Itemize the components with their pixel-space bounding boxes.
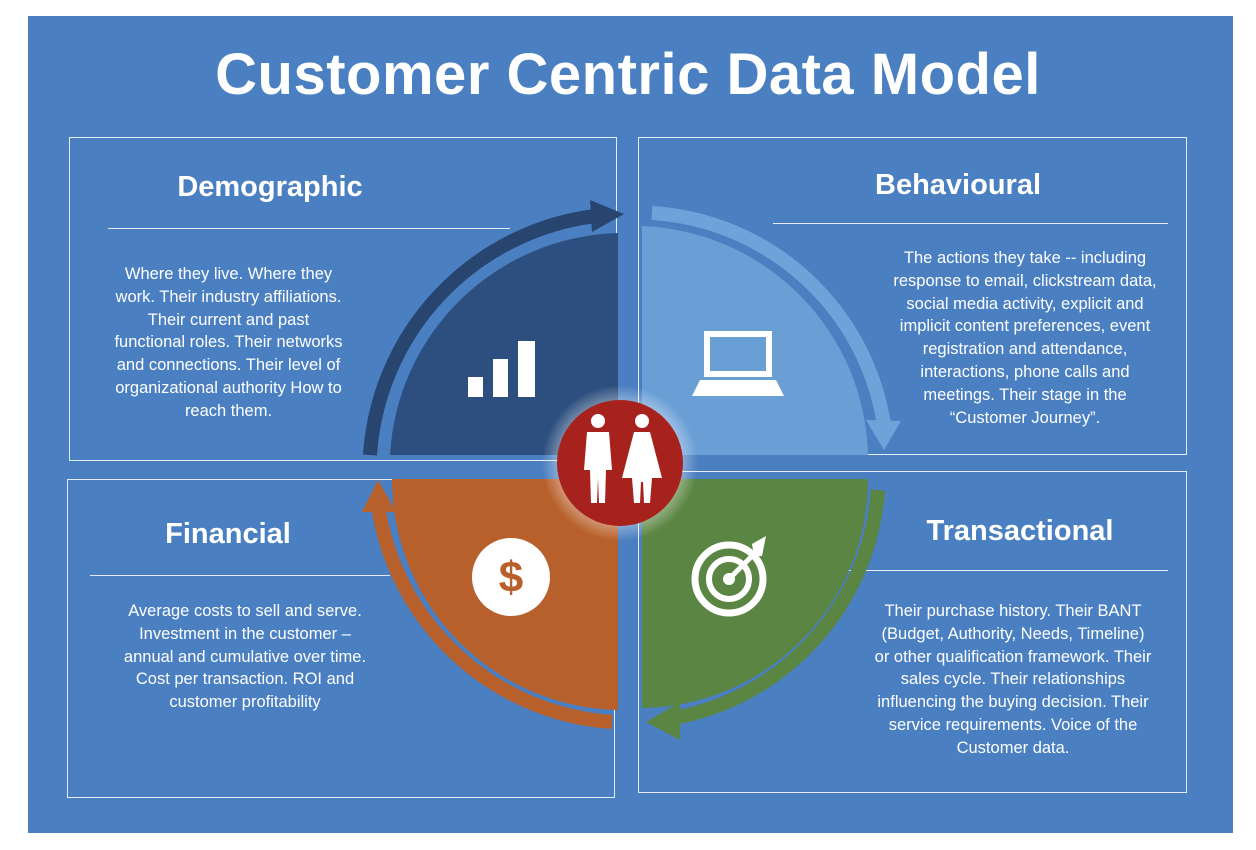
center-badge bbox=[542, 385, 698, 541]
transactional-quadrant bbox=[642, 479, 868, 708]
bar-chart-icon bbox=[468, 341, 535, 397]
transactional-description: Their purchase history. Their BANT (Budg… bbox=[874, 602, 1152, 757]
demographic-heading: Demographic bbox=[177, 171, 363, 203]
behavioural-description: The actions they take -- including respo… bbox=[893, 249, 1157, 427]
financial-description: Average costs to sell and serve. Investm… bbox=[123, 602, 367, 712]
behavioural-quadrant bbox=[642, 226, 868, 455]
transactional-panel bbox=[638, 471, 1187, 793]
behavioural-panel bbox=[638, 137, 1187, 455]
demographic-divider bbox=[108, 228, 510, 229]
behavioural-heading: Behavioural bbox=[875, 169, 1041, 201]
behavioural-arrow bbox=[651, 206, 901, 450]
demographic-description: Where they live. Where they work. Their … bbox=[114, 265, 343, 420]
demographic-arrow bbox=[363, 200, 624, 456]
people-icon bbox=[584, 414, 662, 503]
dollar-icon: $ bbox=[472, 538, 550, 616]
demographic-quadrant bbox=[390, 233, 618, 455]
financial-divider bbox=[90, 575, 390, 576]
transactional-divider bbox=[780, 570, 1168, 571]
financial-heading: Financial bbox=[165, 518, 291, 550]
financial-arrow bbox=[362, 480, 613, 729]
behavioural-divider bbox=[773, 223, 1168, 224]
transactional-arrow bbox=[646, 489, 885, 740]
svg-text:$: $ bbox=[499, 553, 523, 602]
transactional-heading: Transactional bbox=[926, 515, 1114, 547]
laptop-icon bbox=[692, 331, 784, 396]
target-icon bbox=[691, 536, 767, 617]
page-title: Customer Centric Data Model bbox=[215, 42, 1041, 107]
